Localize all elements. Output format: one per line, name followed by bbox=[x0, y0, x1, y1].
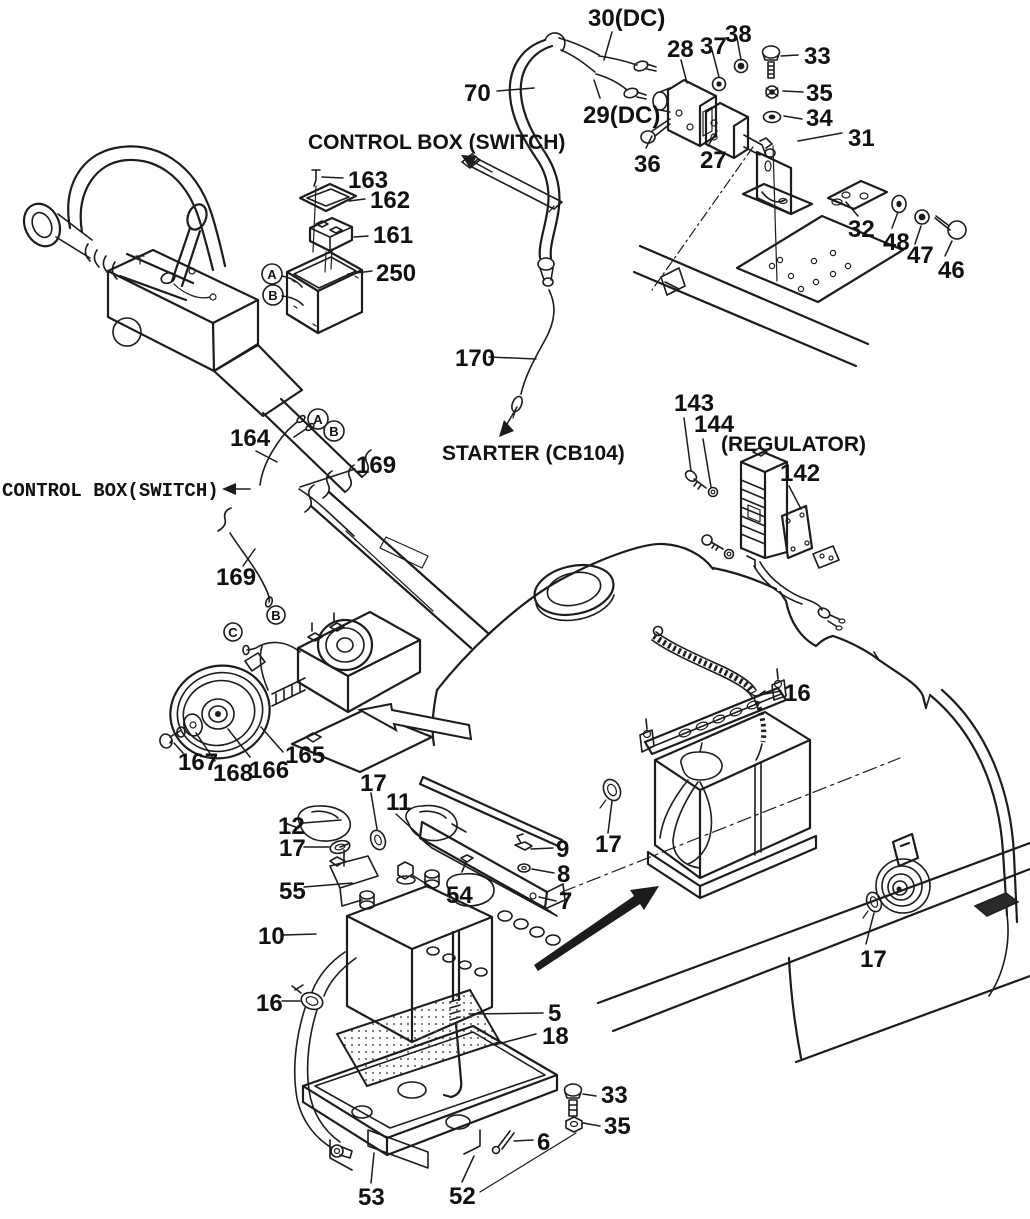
callout-55: 55 bbox=[279, 878, 306, 905]
callout-18: 18 bbox=[542, 1023, 569, 1050]
callout-9: 9 bbox=[556, 836, 569, 863]
callout-27: 27 bbox=[700, 147, 727, 174]
letter-a-wire164: A bbox=[313, 412, 323, 427]
leader-lines bbox=[173, 31, 953, 1184]
clamp-17-horn bbox=[865, 891, 883, 913]
callout-33-top: 33 bbox=[804, 43, 831, 70]
callout-7: 7 bbox=[559, 888, 572, 915]
starter-arrow-shaft bbox=[506, 406, 518, 425]
battery-caps bbox=[426, 910, 561, 977]
center-battery-assembly bbox=[284, 775, 659, 1193]
annotation-starter: STARTER (CB104) bbox=[442, 442, 625, 465]
handlebar-assembly bbox=[22, 145, 491, 650]
callout-10: 10 bbox=[258, 923, 285, 950]
callout-11: 11 bbox=[386, 789, 411, 816]
pointer-arrow-solid bbox=[534, 886, 659, 971]
callout-17-left: 17 bbox=[279, 835, 306, 862]
callout-35-top: 35 bbox=[806, 80, 833, 107]
deck-plate bbox=[632, 179, 967, 368]
annotation-control-box-left: CONTROL BOX(SWITCH) bbox=[2, 480, 219, 502]
callout-34: 34 bbox=[806, 105, 833, 132]
top-arrow-shaft bbox=[469, 159, 493, 173]
channel-slots bbox=[678, 700, 760, 738]
callout-46: 46 bbox=[938, 257, 965, 284]
callout-169-upper: 169 bbox=[356, 452, 396, 479]
callout-28: 28 bbox=[667, 36, 694, 63]
clamp-16-left bbox=[300, 991, 324, 1011]
callout-166: 166 bbox=[249, 757, 289, 784]
engine-body bbox=[431, 542, 1030, 1064]
letter-c-clutch: C bbox=[228, 625, 238, 640]
callout-168: 168 bbox=[213, 760, 253, 787]
callout-52: 52 bbox=[449, 1183, 476, 1210]
right-battery-assembly bbox=[599, 625, 818, 900]
callout-8: 8 bbox=[557, 861, 570, 888]
callout-30dc: 30(DC) bbox=[588, 5, 665, 32]
letter-b-wire164: B bbox=[329, 424, 338, 439]
callout-53: 53 bbox=[358, 1184, 385, 1211]
callout-165: 165 bbox=[285, 742, 325, 769]
callout-170: 170 bbox=[455, 345, 495, 372]
callout-16-left: 16 bbox=[256, 990, 283, 1017]
starter-arrow-head bbox=[499, 420, 514, 437]
starter-wire-170 bbox=[499, 289, 555, 437]
callout-143: 143 bbox=[674, 390, 714, 417]
callout-250: 250 bbox=[376, 260, 416, 287]
callout-38: 38 bbox=[725, 21, 752, 48]
callout-169-lower: 169 bbox=[216, 564, 256, 591]
callout-31: 31 bbox=[848, 125, 875, 152]
callout-37: 37 bbox=[700, 33, 727, 60]
callout-17-right-battery: 17 bbox=[595, 831, 622, 858]
callout-5: 5 bbox=[548, 1000, 561, 1027]
left-arrow-head bbox=[222, 483, 236, 495]
clutch-assembly bbox=[159, 610, 473, 774]
callout-47: 47 bbox=[907, 242, 934, 269]
letter-b-wire169: B bbox=[271, 608, 280, 623]
connector-stack bbox=[281, 169, 364, 335]
deck-holes bbox=[768, 249, 852, 293]
callout-48: 48 bbox=[883, 229, 910, 256]
callout-167: 167 bbox=[178, 749, 218, 776]
top-arrow-head bbox=[461, 155, 477, 168]
annotation-control-box-top: CONTROL BOX (SWITCH) bbox=[308, 131, 565, 154]
callout-54: 54 bbox=[446, 882, 473, 909]
callout-144: 144 bbox=[694, 411, 735, 438]
callout-32: 32 bbox=[848, 216, 875, 243]
callout-70: 70 bbox=[464, 80, 491, 107]
callout-33-bottom: 33 bbox=[601, 1082, 628, 1109]
callout-labels: 30(DC) 70 29(DC) 28 37 38 33 35 34 31 36… bbox=[2, 5, 965, 1211]
callout-163: 163 bbox=[348, 167, 388, 194]
regulator-assembly bbox=[684, 447, 846, 631]
control-box-wires bbox=[217, 414, 355, 608]
clamp-17-battery bbox=[602, 778, 622, 802]
pointer-arrow-outline bbox=[357, 702, 473, 741]
letter-b-box250: B bbox=[268, 288, 277, 303]
callout-161: 161 bbox=[373, 222, 413, 249]
callout-29dc: 29(DC) bbox=[583, 102, 660, 129]
circled-letters: A B A B B C bbox=[223, 263, 345, 642]
cable-70-assembly bbox=[461, 32, 657, 287]
battery-pad bbox=[335, 988, 502, 1088]
callout-17-top: 17 bbox=[360, 770, 387, 797]
annotation-regulator: (REGULATOR) bbox=[721, 433, 866, 456]
callout-16-right: 16 bbox=[784, 680, 811, 707]
regulator-fins bbox=[740, 479, 766, 545]
letter-a-box250: A bbox=[267, 267, 277, 282]
step-bracket bbox=[973, 892, 1020, 917]
callout-6: 6 bbox=[537, 1129, 550, 1156]
switch-assembly bbox=[640, 45, 814, 291]
callout-17-horn: 17 bbox=[860, 946, 887, 973]
horn-assembly bbox=[862, 832, 931, 919]
callout-12: 12 bbox=[278, 813, 305, 840]
callout-142: 142 bbox=[780, 460, 820, 487]
callout-35-bottom: 35 bbox=[604, 1113, 631, 1140]
callout-162: 162 bbox=[370, 187, 410, 214]
callout-36: 36 bbox=[634, 151, 661, 178]
callout-164: 164 bbox=[230, 425, 271, 452]
